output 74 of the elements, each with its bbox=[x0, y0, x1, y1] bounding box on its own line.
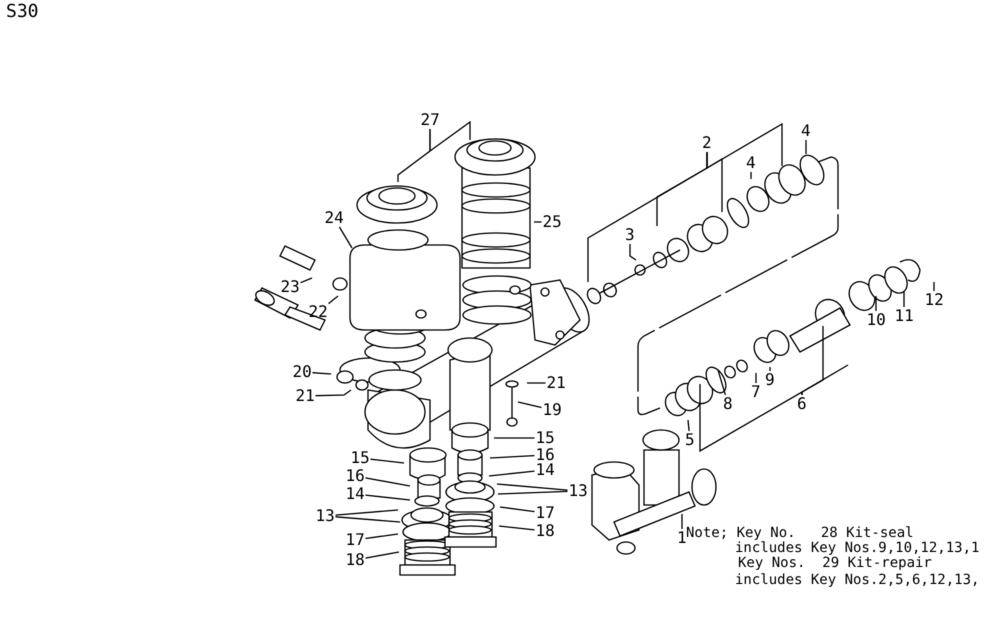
leader-line bbox=[429, 120, 471, 152]
callout-number: 21 bbox=[296, 388, 315, 404]
leader-line bbox=[805, 140, 807, 154]
leader-line bbox=[490, 454, 535, 459]
callout-number: 15 bbox=[350, 450, 370, 466]
callout-number: 21 bbox=[546, 375, 566, 391]
callout-number: 9 bbox=[765, 372, 775, 388]
callout-number: 23 bbox=[280, 279, 300, 295]
leader-line bbox=[769, 367, 771, 371]
callout-number: 10 bbox=[866, 312, 886, 328]
callout-number: 2 bbox=[702, 135, 712, 151]
leader-line bbox=[488, 470, 535, 477]
sheet-number: S30 bbox=[6, 4, 39, 19]
leader-line bbox=[534, 221, 542, 223]
leader-line bbox=[494, 437, 534, 439]
callout-number: 17 bbox=[536, 505, 555, 521]
leader-line bbox=[365, 551, 400, 559]
leader-line bbox=[681, 514, 683, 529]
callout-number: 5 bbox=[685, 432, 695, 448]
callout-number: 16 bbox=[346, 468, 365, 484]
callout-number: 8 bbox=[723, 396, 733, 412]
leader-line bbox=[335, 516, 400, 523]
callout-number: 25 bbox=[542, 214, 562, 230]
leader-line bbox=[365, 533, 398, 540]
callout-number: 12 bbox=[924, 292, 944, 308]
leader-line bbox=[365, 477, 410, 487]
callout-number: 7 bbox=[751, 384, 761, 400]
callout-number: 16 bbox=[536, 447, 555, 463]
leader-line bbox=[518, 401, 542, 408]
leader-line bbox=[370, 458, 404, 464]
leader-line bbox=[687, 420, 690, 432]
callout-number: 4 bbox=[801, 123, 811, 139]
leader-line bbox=[801, 364, 848, 395]
leader-line bbox=[933, 282, 935, 291]
leader-line bbox=[498, 525, 535, 531]
leader-line bbox=[498, 490, 568, 495]
leader-line bbox=[500, 506, 535, 512]
callout-number: 18 bbox=[346, 552, 365, 568]
callout-number: 15 bbox=[536, 430, 555, 446]
callout-number: 1 bbox=[677, 530, 687, 546]
callout-number: 27 bbox=[420, 112, 440, 128]
callout-number: 13 bbox=[316, 508, 335, 524]
callout-number: 17 bbox=[346, 532, 365, 548]
note-text: includes Key Nos.2,5,6,12,13, bbox=[735, 573, 980, 588]
leader-line bbox=[875, 296, 877, 311]
callout-number: 20 bbox=[292, 364, 312, 380]
callout-number: 6 bbox=[797, 396, 807, 412]
note-text: Note; Key No. 28 Kit-seal bbox=[686, 526, 914, 541]
leader-line bbox=[496, 483, 568, 491]
callout-number: 18 bbox=[536, 523, 555, 539]
leader-line bbox=[903, 292, 905, 307]
leader-line bbox=[527, 382, 546, 384]
callout-number: 3 bbox=[625, 227, 635, 243]
leader-line bbox=[365, 494, 410, 501]
callout-number: 13 bbox=[568, 483, 588, 499]
leader-line bbox=[315, 389, 352, 396]
leader-line bbox=[706, 122, 783, 170]
callout-number: 11 bbox=[894, 308, 914, 324]
note-text: Key Nos. 29 Kit-repair bbox=[738, 556, 932, 571]
leader-line bbox=[750, 172, 752, 179]
leader-line bbox=[335, 509, 398, 516]
callout-number: 14 bbox=[536, 462, 555, 478]
leader-line bbox=[300, 277, 312, 284]
leader-line bbox=[338, 226, 353, 248]
note-text: includes Key Nos.9,10,12,13,1 bbox=[735, 541, 980, 556]
callout-number: 14 bbox=[346, 486, 365, 502]
leader-line bbox=[328, 296, 338, 304]
leader-line bbox=[629, 244, 636, 261]
callout-number: 4 bbox=[746, 155, 756, 171]
leader-line bbox=[699, 384, 803, 452]
callout-number: 19 bbox=[542, 402, 562, 418]
leader-line bbox=[755, 373, 757, 383]
leader-line bbox=[312, 372, 332, 375]
callout-number: 24 bbox=[324, 210, 344, 226]
